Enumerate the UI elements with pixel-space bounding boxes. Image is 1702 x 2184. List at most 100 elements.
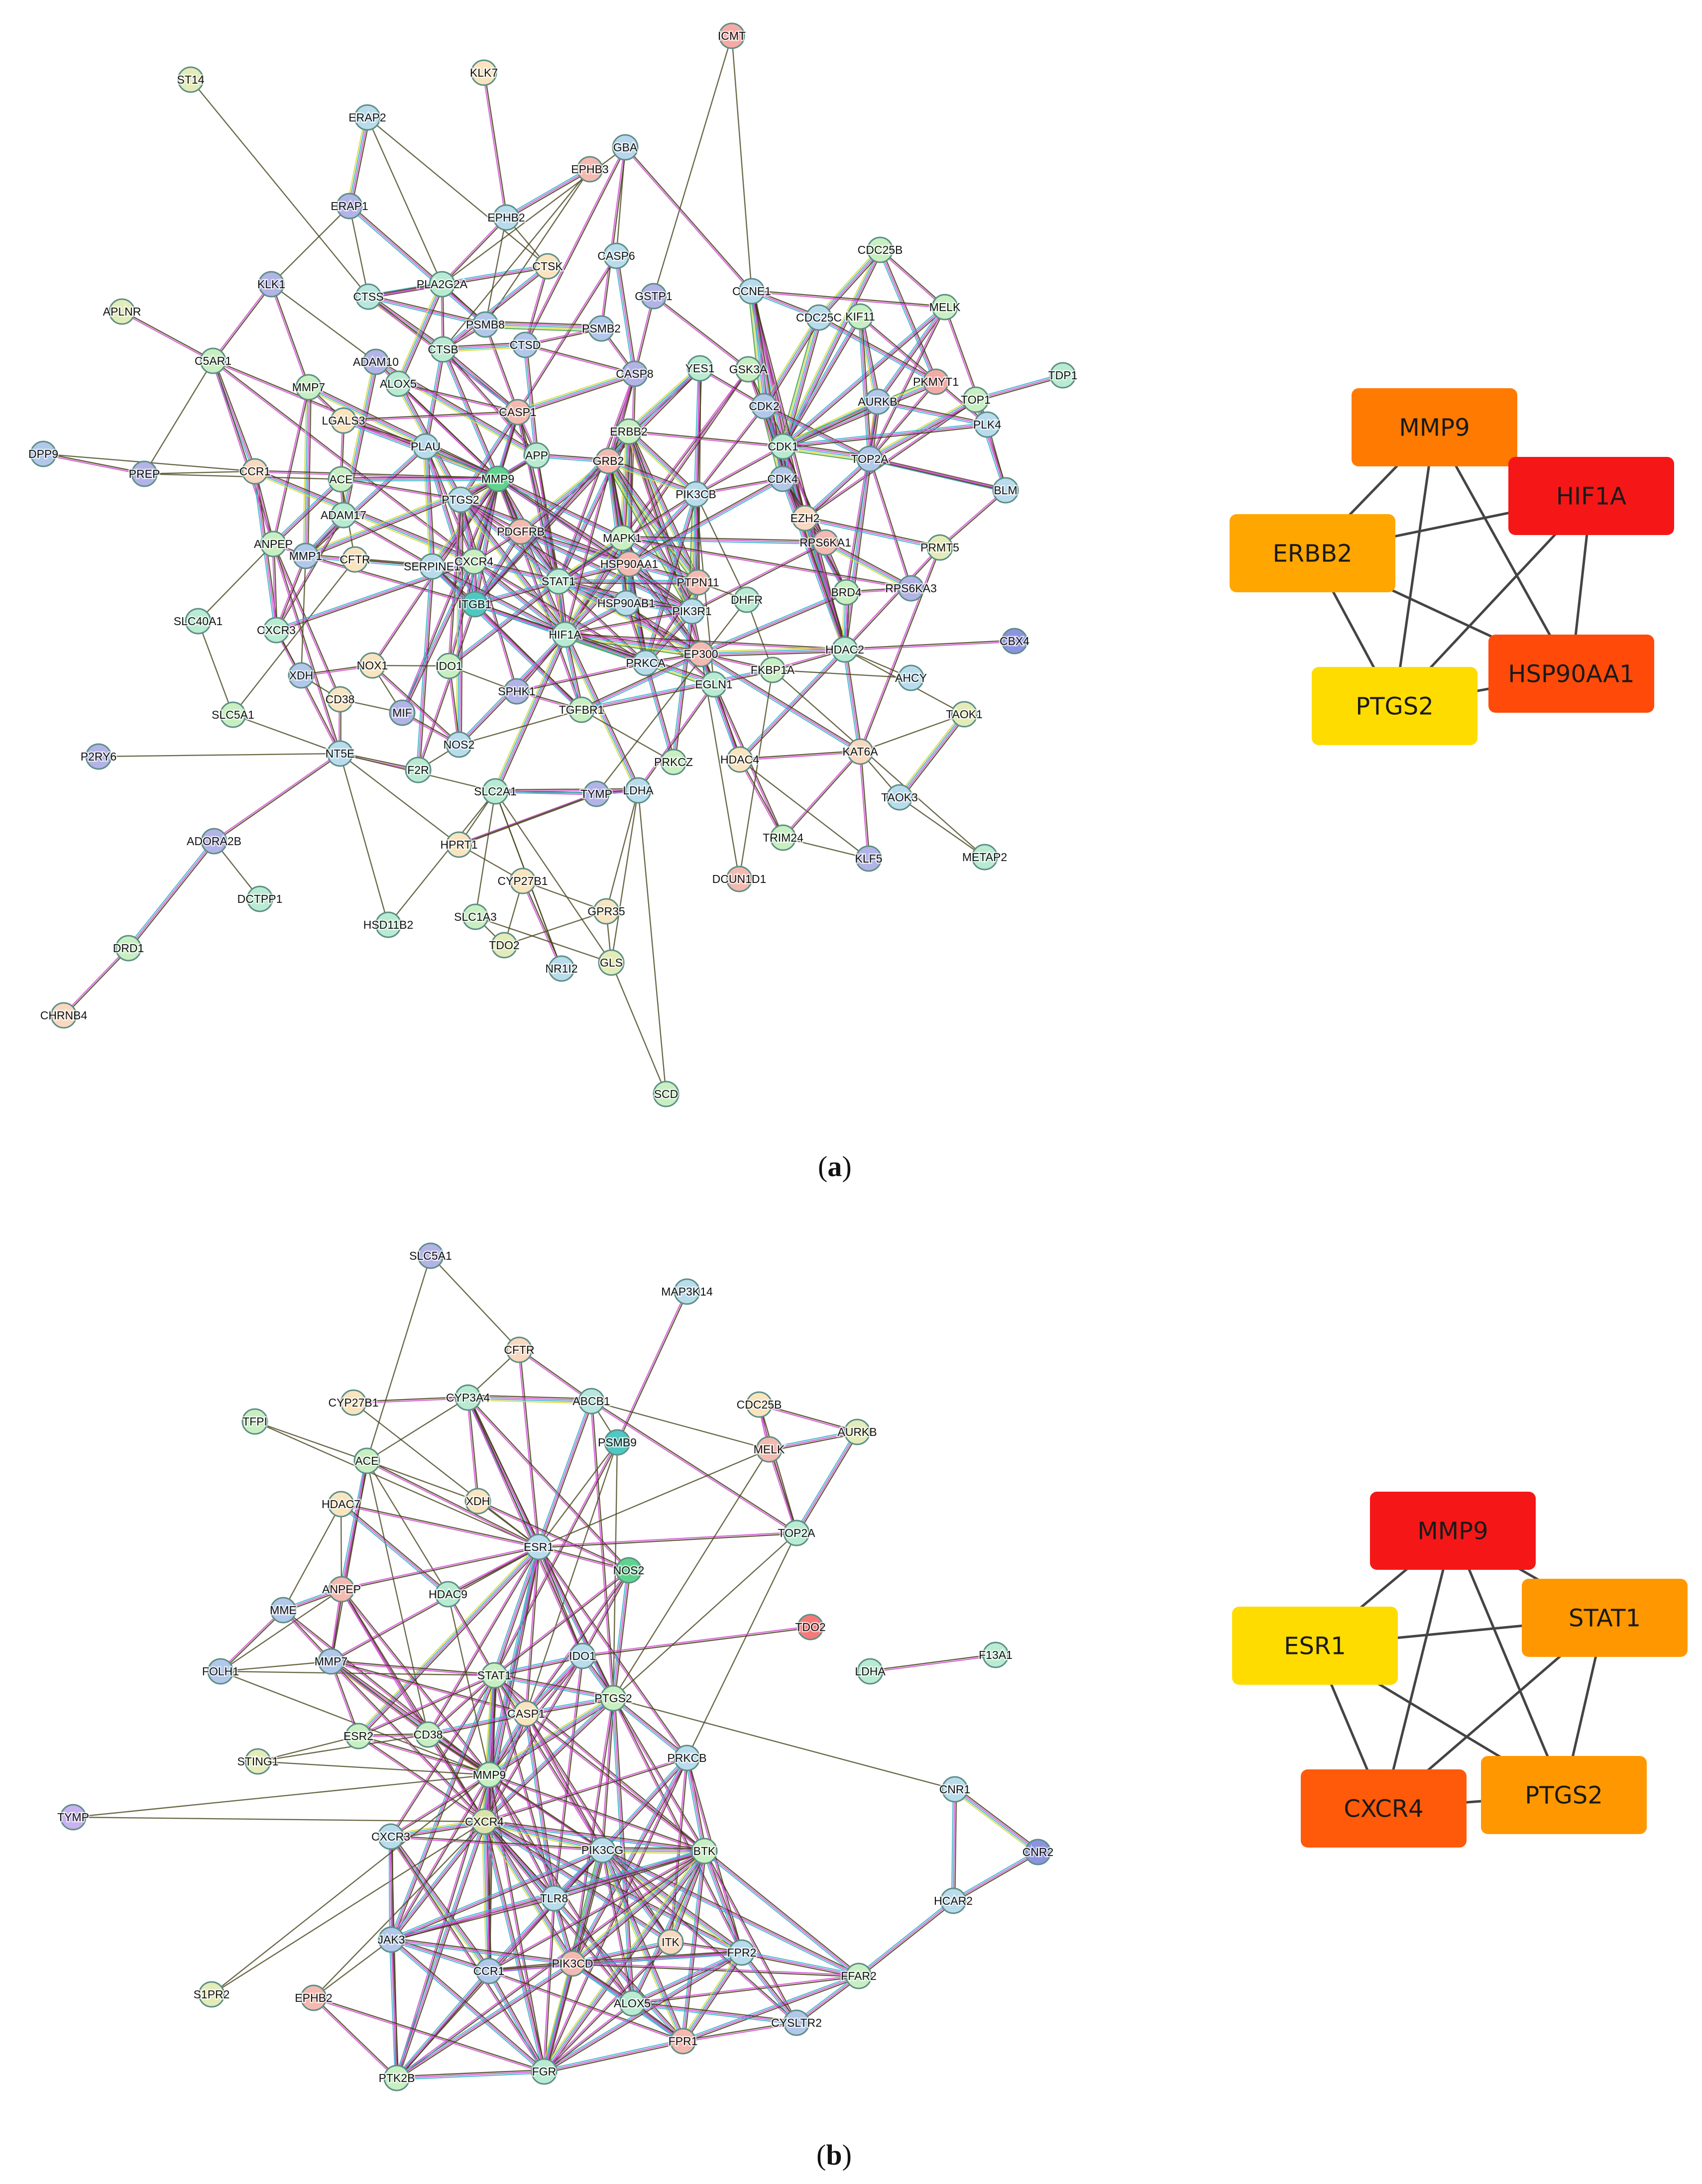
node-aplnr[interactable]: APLNR xyxy=(102,298,142,325)
node-mmp7[interactable]: MMP7 xyxy=(291,374,327,401)
node-tlr8[interactable]: TLR8 xyxy=(539,1885,569,1912)
node-drd1[interactable]: DRD1 xyxy=(112,935,145,962)
node-f2r[interactable]: F2R xyxy=(405,757,432,783)
node-klk7[interactable]: KLK7 xyxy=(468,59,499,86)
node-casp6[interactable]: CASP6 xyxy=(596,242,636,269)
node-prkcz[interactable]: PRKCZ xyxy=(653,749,694,775)
node-ccr1[interactable]: CCR1 xyxy=(472,1958,506,1984)
node-hif1a[interactable]: HIF1A xyxy=(548,621,583,648)
node-cxcr3[interactable]: CXCR3 xyxy=(256,617,297,644)
node-anpep[interactable]: ANPEP xyxy=(321,1576,362,1603)
node-tdo2[interactable]: TDO2 xyxy=(794,1614,827,1640)
node-grb2[interactable]: GRB2 xyxy=(591,447,625,474)
node-ptk2b[interactable]: PTK2B xyxy=(377,2065,416,2091)
node-slc5a1[interactable]: SLC5A1 xyxy=(211,701,255,728)
node-icmt[interactable]: ICMT xyxy=(716,22,747,49)
node-adam17[interactable]: ADAM17 xyxy=(319,502,368,529)
node-scd[interactable]: SCD xyxy=(653,1081,680,1107)
node-ldha[interactable]: LDHA xyxy=(854,1658,887,1685)
node-psmb8[interactable]: PSMB8 xyxy=(465,311,506,338)
node-plk4[interactable]: PLK4 xyxy=(972,411,1003,438)
hub-node-hif1a[interactable]: HIF1A xyxy=(1508,457,1674,535)
node-pik3r1[interactable]: PIK3R1 xyxy=(671,598,713,625)
node-hdac4[interactable]: HDAC4 xyxy=(719,746,761,773)
node-cyp27b1[interactable]: CYP27B1 xyxy=(496,868,549,894)
node-ephb2[interactable]: EPHB2 xyxy=(486,204,526,231)
node-gba[interactable]: GBA xyxy=(612,134,639,161)
node-fkbp1a[interactable]: FKBP1A xyxy=(749,656,796,683)
hub-node-ptgs2[interactable]: PTGS2 xyxy=(1312,667,1477,745)
node-f13a1[interactable]: F13A1 xyxy=(978,1641,1014,1668)
node-ctss[interactable]: CTSS xyxy=(352,283,385,310)
node-cyp3a4[interactable]: CYP3A4 xyxy=(445,1384,491,1411)
node-top2a[interactable]: TOP2A xyxy=(777,1520,817,1546)
node-erap2[interactable]: ERAP2 xyxy=(347,104,387,131)
node-mapk1[interactable]: MAPK1 xyxy=(602,525,643,551)
node-pdgfrb[interactable]: PDGFRB xyxy=(496,518,546,545)
node-casp8[interactable]: CASP8 xyxy=(615,360,655,387)
node-p2ry6[interactable]: P2RY6 xyxy=(79,743,118,770)
node-nos2[interactable]: NOS2 xyxy=(442,731,476,758)
node-stat1[interactable]: STAT1 xyxy=(476,1662,513,1689)
node-mif[interactable]: MIF xyxy=(389,699,416,726)
node-alox5[interactable]: ALOX5 xyxy=(612,1990,652,2017)
node-anpep[interactable]: ANPEP xyxy=(253,531,294,557)
node-hsd11b2[interactable]: HSD11B2 xyxy=(362,911,415,938)
node-nr1i2[interactable]: NR1I2 xyxy=(544,955,579,982)
node-mmp9[interactable]: MMP9 xyxy=(471,1761,507,1788)
node-ptpn11[interactable]: PTPN11 xyxy=(676,569,720,596)
node-brd4[interactable]: BRD4 xyxy=(830,579,863,606)
node-fpr1[interactable]: FPR1 xyxy=(667,2028,699,2055)
node-ccr1[interactable]: CCR1 xyxy=(238,458,272,485)
node-esr2[interactable]: ESR2 xyxy=(342,1723,375,1749)
node-tymp[interactable]: TYMP xyxy=(56,1804,90,1831)
node-cxcr4[interactable]: CXCR4 xyxy=(464,1808,505,1835)
node-blm[interactable]: BLM xyxy=(992,477,1019,504)
node-stat1[interactable]: STAT1 xyxy=(540,568,577,595)
hub-node-erbb2[interactable]: ERBB2 xyxy=(1230,514,1395,592)
node-ctsd[interactable]: CTSD xyxy=(508,331,542,358)
node-itk[interactable]: ITK xyxy=(657,1929,684,1956)
node-rps6ka3[interactable]: RPS6KA3 xyxy=(884,575,938,602)
node-top2a[interactable]: TOP2A xyxy=(850,445,890,472)
hub-node-stat1[interactable]: STAT1 xyxy=(1522,1579,1688,1657)
node-xdh[interactable]: XDH xyxy=(288,662,315,689)
node-slc40a1[interactable]: SLC40A1 xyxy=(172,608,224,635)
node-pik3cb[interactable]: PIK3CB xyxy=(675,481,717,508)
node-cnr2[interactable]: CNR2 xyxy=(1021,1839,1055,1865)
node-ep300[interactable]: EP300 xyxy=(682,641,719,667)
node-hsp90aa1[interactable]: HSP90AA1 xyxy=(599,550,660,577)
node-hcar2[interactable]: HCAR2 xyxy=(933,1887,974,1914)
node-sphk1[interactable]: SPHK1 xyxy=(497,678,537,705)
node-fgr[interactable]: FGR xyxy=(531,2058,558,2085)
node-slc2a1[interactable]: SLC2A1 xyxy=(473,778,518,805)
node-slc1a3[interactable]: SLC1A3 xyxy=(453,903,498,930)
node-ctsk[interactable]: CTSK xyxy=(531,253,565,280)
node-cdc25b[interactable]: CDC25B xyxy=(856,236,904,263)
node-gpr35[interactable]: GPR35 xyxy=(586,898,626,925)
node-serpine1[interactable]: SERPINE1 xyxy=(403,553,461,580)
node-st14[interactable]: ST14 xyxy=(176,66,206,93)
node-abcb1[interactable]: ABCB1 xyxy=(571,1388,611,1415)
node-hdac7[interactable]: HDAC7 xyxy=(321,1491,361,1518)
node-hsp90ab1[interactable]: HSP90AB1 xyxy=(596,590,657,617)
node-rps6ka1[interactable]: RPS6KA1 xyxy=(798,529,852,556)
node-melk[interactable]: MELK xyxy=(928,294,962,321)
hub-node-ptgs2[interactable]: PTGS2 xyxy=(1481,1756,1647,1834)
node-cdc25c[interactable]: CDC25C xyxy=(794,304,843,331)
node-cyp27b1[interactable]: CYP27B1 xyxy=(327,1389,380,1416)
node-top1[interactable]: TOP1 xyxy=(960,386,992,413)
node-itgb1[interactable]: ITGB1 xyxy=(457,591,493,618)
node-erbb2[interactable]: ERBB2 xyxy=(609,418,649,445)
node-hprt1[interactable]: HPRT1 xyxy=(439,831,479,858)
node-tdp1[interactable]: TDP1 xyxy=(1047,362,1079,389)
node-ido1[interactable]: IDO1 xyxy=(568,1642,597,1669)
node-ezh2[interactable]: EZH2 xyxy=(789,505,821,532)
hub-node-cxcr4[interactable]: CXCR4 xyxy=(1301,1769,1467,1848)
node-mmp9[interactable]: MMP9 xyxy=(480,465,516,492)
node-sting1[interactable]: STING1 xyxy=(236,1748,280,1775)
node-esr1[interactable]: ESR1 xyxy=(522,1533,555,1560)
node-dcun1d1[interactable]: DCUN1D1 xyxy=(711,866,768,892)
node-adam10[interactable]: ADAM10 xyxy=(351,348,400,375)
node-cdk2[interactable]: CDK2 xyxy=(748,393,781,420)
